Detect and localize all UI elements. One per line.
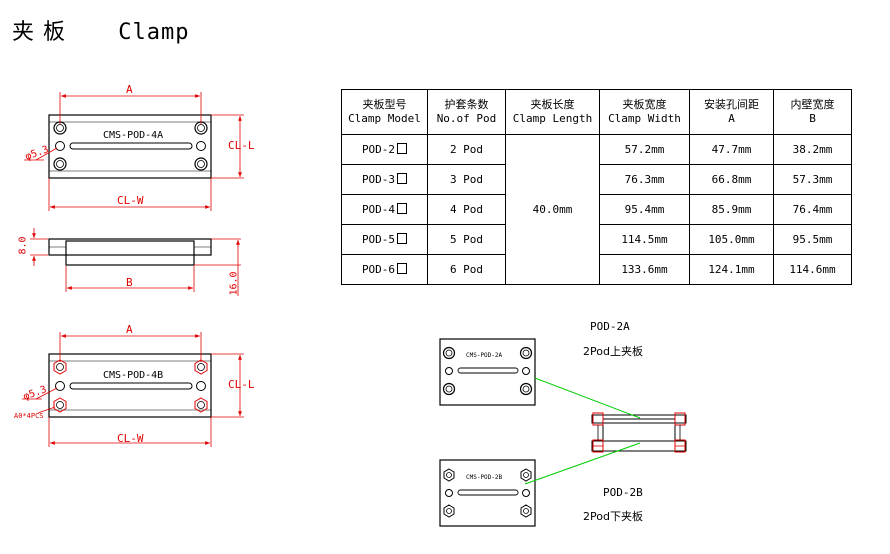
assembly-lower-part: CMS-POD-2B (466, 474, 503, 481)
model-cell: POD-3 (361, 172, 396, 186)
dim-b-label: B (126, 276, 133, 289)
a-cell: 66.8mm (689, 164, 774, 195)
side-view (30, 228, 241, 296)
dim-a-label: A (126, 323, 133, 336)
b-cell: 38.2mm (773, 134, 852, 165)
leader-line (534, 377, 641, 419)
pods-cell: 3 Pod (427, 164, 506, 195)
table-row: POD-4 4 Pod 95.4mm 85.9mm 76.4mm (341, 194, 852, 225)
nut-count-label: A0*4PCS (14, 412, 44, 420)
dim-cl-w-label: CL-W (117, 194, 144, 207)
assembly-section (591, 412, 687, 453)
a-cell: 124.1mm (689, 254, 774, 285)
pods-cell: 6 Pod (427, 254, 506, 285)
checkbox-icon (397, 202, 408, 214)
a-cell: 105.0mm (689, 224, 774, 255)
dim-cl-w-label: CL-W (117, 432, 144, 445)
b-cell: 95.5mm (773, 224, 852, 255)
assembly-lower (439, 459, 536, 527)
dim-cl-l-label: CL-L (228, 139, 255, 152)
assembly-upper (439, 338, 536, 406)
dim-a-label: A (126, 83, 133, 96)
table-row: POD-6 6 Pod 133.6mm 124.1mm 114.6mm (341, 254, 852, 285)
pods-cell: 2 Pod (427, 134, 506, 165)
dim-cl-l-label: CL-L (228, 378, 255, 391)
b-cell: 57.3mm (773, 164, 852, 195)
part-number-label: CMS-POD-4A (103, 130, 164, 141)
pods-cell: 5 Pod (427, 224, 506, 255)
assembly-upper-desc: 2Pod上夹板 (583, 345, 643, 358)
dim-16-label: 16.0 (228, 271, 240, 296)
top-view-4b (22, 332, 244, 447)
width-cell: 57.2mm (599, 134, 690, 165)
hex-nut-icon (53, 359, 208, 413)
dim-8-label: 8.0 (17, 236, 29, 255)
checkbox-icon (397, 172, 408, 184)
page-title: 夹 板 Clamp (12, 14, 189, 46)
width-cell: 95.4mm (599, 194, 690, 225)
a-cell: 47.7mm (689, 134, 774, 165)
width-cell: 114.5mm (599, 224, 690, 255)
model-cell: POD-2 (361, 142, 396, 156)
table-row: POD-2 2 Pod 40.0mm 57.2mm 47.7mm 38.2mm (341, 134, 852, 285)
b-cell: 114.6mm (773, 254, 852, 285)
assembly-upper-part: CMS-POD-2A (466, 352, 503, 359)
width-cell: 133.6mm (599, 254, 690, 285)
pods-cell: 4 Pod (427, 194, 506, 225)
width-cell: 76.3mm (599, 164, 690, 195)
length-cell: 40.0mm (505, 134, 600, 285)
checkbox-icon (397, 142, 408, 154)
checkbox-icon (397, 262, 408, 274)
model-cell: POD-6 (361, 262, 396, 276)
leader-line (524, 442, 641, 485)
model-cell: POD-5 (361, 232, 396, 246)
assembly-lower-desc: 2Pod下夹板 (583, 510, 643, 523)
part-number-label: CMS-POD-4B (103, 370, 164, 381)
assembly-upper-code: POD-2A (590, 320, 630, 333)
assembly-lower-code: POD-2B (603, 486, 643, 499)
top-view-4a (24, 92, 244, 211)
b-cell: 76.4mm (773, 194, 852, 225)
model-cell: POD-4 (361, 202, 396, 216)
a-cell: 85.9mm (689, 194, 774, 225)
title-cn: 夹 板 (12, 20, 66, 45)
title-en: Clamp (118, 20, 190, 45)
checkbox-icon (397, 232, 408, 244)
